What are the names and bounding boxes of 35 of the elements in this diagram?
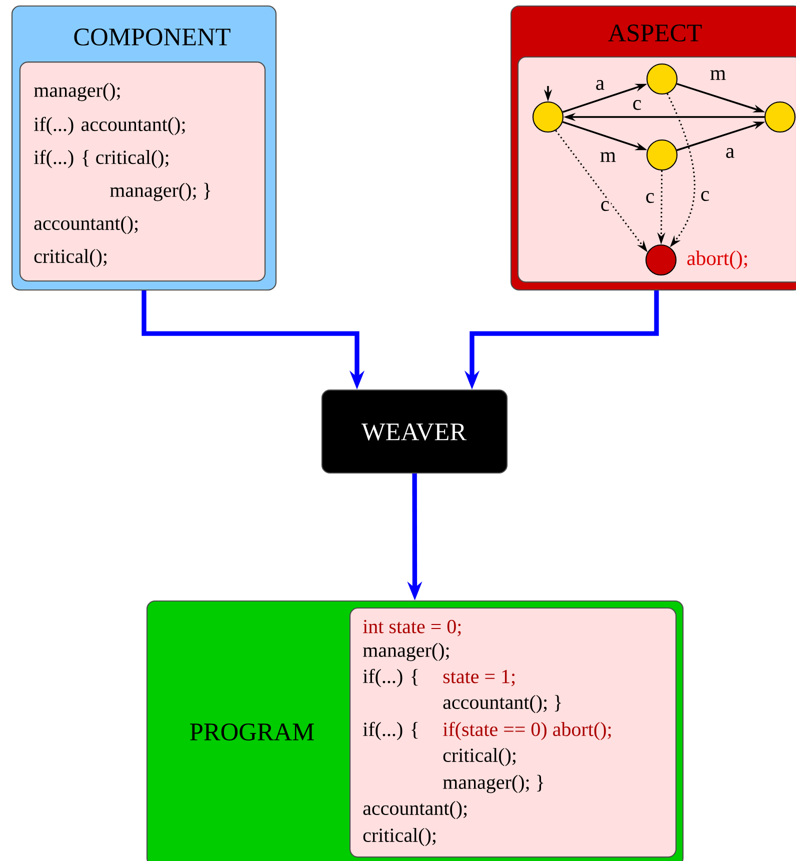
code-line: if(...) { critical(); <box>34 150 168 168</box>
edge-label: m <box>708 68 728 82</box>
box-title: COMPONENT <box>74 28 230 46</box>
code-line: manager(); } <box>443 774 544 794</box>
state-label: abort(); <box>687 250 747 270</box>
code-line: manager(); <box>34 82 120 102</box>
state-circle <box>764 101 796 133</box>
edge-label: m <box>598 150 618 164</box>
code-line: accountant(); } <box>443 694 561 714</box>
code-line: if(state == 0) abort(); <box>443 722 611 740</box>
edge-label: c <box>699 190 711 202</box>
code-line: critical(); <box>443 748 516 766</box>
code-line: if(...) { <box>363 668 418 688</box>
box-title: PROGRAM <box>190 724 314 741</box>
code-line: accountant(); <box>34 216 138 234</box>
code-line: manager(); <box>363 642 449 662</box>
edge-label: c <box>644 192 656 204</box>
code-line: state = 1; <box>443 670 515 686</box>
code-line: if(...) { <box>363 722 418 740</box>
code-line: int state = 0; <box>363 620 461 636</box>
code-line: if(...) accountant(); <box>34 116 185 136</box>
code-line: accountant(); <box>363 800 467 820</box>
edge-label: c <box>599 200 611 212</box>
state-circle <box>646 139 678 171</box>
box-title: WEAVER <box>361 423 467 441</box>
state-circle <box>646 63 678 95</box>
code-line: critical(); <box>34 248 106 268</box>
code-line: critical(); <box>363 828 436 846</box>
state-circle <box>532 101 564 133</box>
edge-label: a <box>724 146 736 160</box>
edge-label: a <box>594 78 606 92</box>
code-line: manager(); } <box>110 182 210 202</box>
box-title: ASPECT <box>608 24 702 42</box>
edge-label: c <box>631 98 643 112</box>
automaton-panel <box>517 56 796 283</box>
